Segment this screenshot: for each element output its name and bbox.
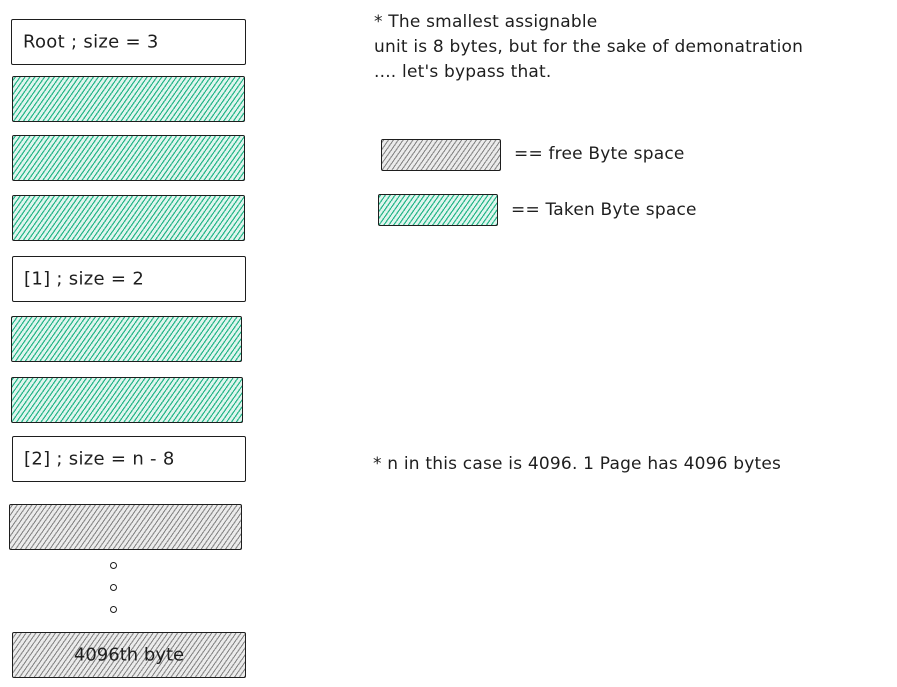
- block-2-label: [2] ; size = n - 8: [24, 448, 175, 470]
- ellipsis-dot: [110, 606, 117, 613]
- assignable-note-line-2: unit is 8 bytes, but for the sake of dem…: [374, 37, 804, 57]
- free-byte-block: [9, 504, 242, 550]
- last-byte-label: 4096th byte: [73, 644, 185, 666]
- assignable-note-line-1: * The smallest assignable: [374, 12, 598, 32]
- legend-free-swatch: [381, 139, 501, 171]
- taken-byte-block: [12, 76, 245, 122]
- block-2: [2] ; size = n - 8: [12, 436, 246, 482]
- root-block-label: Root ; size = 3: [23, 31, 159, 53]
- legend-free-label: == free Byte space: [514, 144, 685, 164]
- taken-byte-block: [12, 195, 245, 241]
- block-1-label: [1] ; size = 2: [24, 268, 145, 290]
- assignable-note: * The smallest assignable unit is 8 byte…: [374, 10, 803, 85]
- ellipsis-dot: [110, 562, 117, 569]
- last-byte-block: 4096th byte: [12, 632, 246, 678]
- taken-byte-block: [11, 377, 243, 423]
- assignable-note-line-3: .... let's bypass that.: [374, 62, 552, 82]
- taken-byte-block: [12, 135, 245, 181]
- legend-taken-swatch: [378, 194, 498, 226]
- legend-taken-label: == Taken Byte space: [511, 200, 697, 220]
- root-block: Root ; size = 3: [11, 19, 246, 65]
- ellipsis-dot: [110, 584, 117, 591]
- block-1: [1] ; size = 2: [12, 256, 246, 302]
- page-size-note: * n in this case is 4096. 1 Page has 409…: [373, 454, 782, 474]
- taken-byte-block: [11, 316, 242, 362]
